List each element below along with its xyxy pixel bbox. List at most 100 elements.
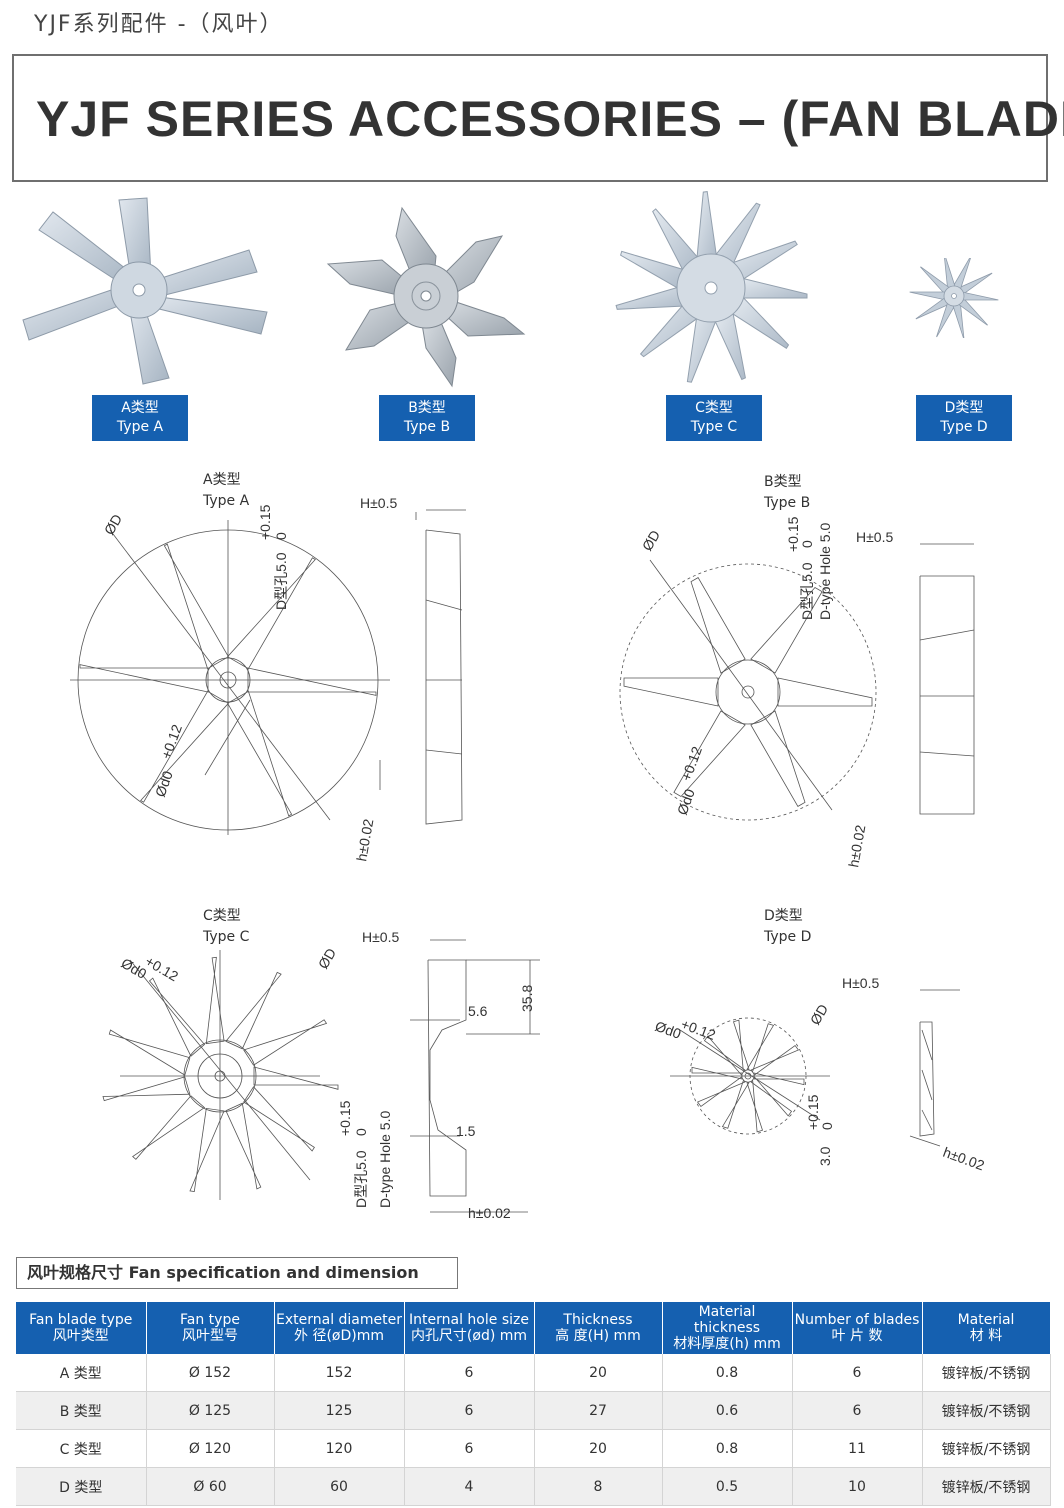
dim-b-hole-en: D-type Hole 5.0 <box>817 523 833 620</box>
blade-outline <box>148 977 206 1057</box>
dim-d-dtol: +0.12 <box>679 1016 718 1043</box>
table-cell: Ø 152 <box>146 1354 275 1392</box>
blade-outline <box>227 690 293 817</box>
table-cell: 0.8 <box>662 1429 793 1468</box>
dim-a-h: H±0.5 <box>360 495 397 511</box>
blade-outline <box>696 1076 746 1108</box>
table-cell: 镀锌板/不锈钢 <box>922 1354 1051 1392</box>
title-box: YJF SERIES ACCESSORIES – (FAN BLADE) <box>12 54 1064 182</box>
fan-blade-b-photo <box>326 206 526 388</box>
dim-c-15: 1.5 <box>456 1123 476 1139</box>
drawing-type-a: H±0.5 ØD D型孔5.0 +0.15 0 Ød0 +0.12 h±0.02 <box>70 495 466 863</box>
table-cell: 60 <box>274 1467 405 1506</box>
dim-d-hthk: h±0.02 <box>941 1144 987 1174</box>
table-cell: B 类型 <box>16 1391 147 1430</box>
table-cell: 镀锌板/不锈钢 <box>922 1467 1051 1506</box>
table-cell: Ø 120 <box>146 1429 275 1468</box>
blade-outline <box>691 1066 743 1080</box>
table-cell: 120 <box>274 1429 405 1468</box>
dim-c-hthk: h±0.02 <box>468 1205 511 1221</box>
table-cell: 4 <box>404 1467 535 1506</box>
table-cell: 11 <box>792 1429 923 1468</box>
dim-c-hole-en: D-type Hole 5.0 <box>377 1111 393 1208</box>
dim-c-d: ØD <box>315 945 339 971</box>
blade-shape <box>909 291 947 301</box>
dim-c-tol: +0.15 <box>337 1100 353 1136</box>
dim-b-h: H±0.5 <box>856 529 893 545</box>
blade-outline <box>108 1029 191 1076</box>
dim-b-hole: D型孔5.0 <box>799 562 815 620</box>
blade-outline <box>703 1035 746 1076</box>
table-cell: 27 <box>534 1391 663 1430</box>
blade-outline <box>746 1080 764 1133</box>
dim-b-tol: +0.15 <box>785 516 801 552</box>
blade-outline <box>753 1072 805 1086</box>
blade-outline <box>225 1102 262 1190</box>
dim-b-dtol: +0.12 <box>678 744 705 783</box>
table-cell: C 类型 <box>16 1429 147 1468</box>
fan-blade-a-photo <box>22 197 268 385</box>
blade-outline <box>623 677 719 707</box>
dim-c-56: 5.6 <box>468 1003 488 1019</box>
blade-outline <box>750 710 806 807</box>
dim-b-zero: 0 <box>799 540 815 548</box>
dim-a-hthk: h±0.02 <box>353 817 376 862</box>
dim-d-zero: 0 <box>819 1122 835 1130</box>
blade-outline <box>163 543 229 670</box>
blade-shape <box>686 315 718 383</box>
dim-c-dtol: +0.12 <box>143 953 182 985</box>
table-cell: Ø 60 <box>146 1467 275 1506</box>
table-cell: 20 <box>534 1354 663 1392</box>
table-cell: 6 <box>404 1391 535 1430</box>
blade-outline <box>243 1086 315 1152</box>
dim-a-d: ØD <box>101 511 125 537</box>
table-cell: 镀锌板/不锈钢 <box>922 1391 1051 1430</box>
table-cell: 6 <box>404 1354 535 1392</box>
blade-shape <box>952 301 965 338</box>
table-cell: 152 <box>274 1354 405 1392</box>
dim-a-tol: +0.15 <box>257 504 273 540</box>
blade-outline <box>253 1066 339 1090</box>
blade-outline <box>750 586 823 674</box>
dim-d-d: ØD <box>807 1001 831 1027</box>
blade-outline <box>750 1076 793 1117</box>
blade-outline <box>247 667 377 696</box>
blade-outline <box>243 1019 328 1066</box>
blade-outline <box>140 690 230 803</box>
dim-a-d0: Ød0 <box>152 768 176 799</box>
table-cell: D 类型 <box>16 1467 147 1506</box>
drawing-type-b: H±0.5 ØD D型孔5.0 D-type Hole 5.0 +0.15 0 … <box>619 516 975 869</box>
blade-outline <box>189 1107 225 1192</box>
dim-c-h: H±0.5 <box>362 930 399 945</box>
dim-b-hthk: h±0.02 <box>845 823 868 868</box>
blade-outline <box>673 710 746 798</box>
fan-blade-d-photo <box>909 258 999 338</box>
page-top-label: YJF系列配件 -（风叶） <box>34 12 284 37</box>
blade-shape <box>615 286 686 310</box>
dim-b-d: ØD <box>639 527 663 553</box>
blade-outline <box>721 1080 750 1129</box>
table-cell: 镀锌板/不锈钢 <box>922 1429 1051 1468</box>
table-cell: 8 <box>534 1467 663 1506</box>
blade-shape <box>961 291 999 301</box>
table-cell: 6 <box>792 1391 923 1430</box>
dim-d-v: 3.0 <box>817 1146 833 1166</box>
spec-heading: 风叶规格尺寸 Fan specification and dimension <box>16 1257 458 1289</box>
table-cell: 10 <box>792 1467 923 1506</box>
blade-shape <box>740 277 808 299</box>
table-cell: 6 <box>404 1429 535 1468</box>
